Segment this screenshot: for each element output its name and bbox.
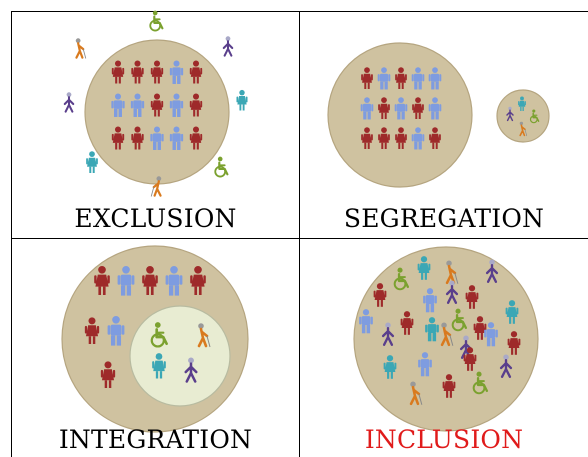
wheelchair-user-icon <box>149 10 164 32</box>
person-female-icon <box>131 126 144 150</box>
person-male-icon <box>150 126 164 150</box>
person-male-icon <box>418 352 432 377</box>
caption-exclusion: EXCLUSION <box>74 204 237 233</box>
person-male-icon <box>428 67 442 90</box>
person-female-icon <box>473 316 487 340</box>
wheelchair-user-icon <box>451 308 468 332</box>
person-male-icon <box>165 265 183 296</box>
cane-walker-icon <box>150 176 162 197</box>
inclusion-illustration <box>353 246 539 432</box>
person-male-icon <box>377 67 391 90</box>
person-female-icon <box>189 93 203 117</box>
crutch-walker-icon <box>459 335 473 359</box>
person-female-icon <box>395 67 407 89</box>
crutch-walker-icon <box>63 92 75 113</box>
person-male-icon <box>117 265 135 296</box>
person-female-icon <box>189 126 203 150</box>
crutch-walker-icon <box>381 322 395 346</box>
person-female-icon <box>465 285 479 309</box>
person-female-icon <box>412 97 424 119</box>
cane-walker-icon <box>440 322 454 347</box>
wheelchair-user-icon <box>150 322 168 348</box>
person-male-icon <box>484 322 498 347</box>
person-female-icon <box>84 317 100 344</box>
person-female-icon <box>417 256 431 280</box>
person-male-icon <box>169 93 184 117</box>
person-male-icon <box>107 315 125 346</box>
caption-inclusion: INCLUSION <box>364 425 524 454</box>
cell-exclusion: EXCLUSION <box>12 10 299 238</box>
person-female-icon <box>361 127 373 149</box>
crutch-walker-icon <box>445 280 459 304</box>
cane-walker-icon <box>409 381 423 406</box>
caption-segregation: SEGREGATION <box>343 204 545 233</box>
person-female-icon <box>373 283 387 307</box>
person-female-icon <box>111 60 125 84</box>
person-male-icon <box>169 60 184 84</box>
crutch-walker-icon <box>184 357 198 383</box>
person-female-icon <box>190 265 206 295</box>
crutch-walker-icon <box>222 36 234 57</box>
person-male-icon <box>423 288 437 313</box>
crutch-walker-icon <box>506 106 514 122</box>
person-female-icon <box>395 127 407 149</box>
crutch-walker-icon <box>499 354 513 378</box>
cell-segregation: SEGREGATION <box>300 12 588 238</box>
person-female-icon <box>361 67 373 89</box>
wheelchair-user-icon <box>472 371 489 395</box>
person-female-icon <box>189 60 203 84</box>
person-female-icon <box>142 265 158 295</box>
person-female-icon <box>150 93 164 117</box>
person-female-icon <box>378 127 390 149</box>
integrated-group-circle <box>129 305 231 407</box>
person-male-icon <box>130 93 145 117</box>
person-female-icon <box>150 60 164 84</box>
cell-integration: INTEGRATION <box>12 239 299 457</box>
person-female-icon <box>505 300 519 324</box>
crutch-walker-icon <box>485 259 499 283</box>
caption-integration: INTEGRATION <box>58 425 253 454</box>
table-divider-horizontal <box>11 238 588 239</box>
separate-group-circle <box>496 89 550 143</box>
wheelchair-user-icon <box>529 109 540 124</box>
person-male-icon <box>111 93 125 117</box>
person-male-icon <box>411 127 425 150</box>
person-female-icon <box>383 355 397 379</box>
person-female-icon <box>131 60 144 84</box>
person-male-icon <box>359 309 373 334</box>
table-border-left <box>11 11 12 457</box>
cane-walker-icon <box>445 260 459 285</box>
person-female-icon <box>463 347 477 371</box>
person-male-icon <box>360 97 374 120</box>
person-male-icon <box>428 97 442 120</box>
segregation-illustration <box>327 42 550 188</box>
cane-walker-icon <box>197 323 211 348</box>
person-female-icon <box>100 361 116 388</box>
person-female-icon <box>152 353 166 379</box>
integration-illustration <box>61 245 249 433</box>
person-male-icon <box>425 317 439 342</box>
person-female-icon <box>94 265 110 295</box>
person-female-icon <box>111 126 125 150</box>
person-male-icon <box>394 97 408 120</box>
wheelchair-user-icon <box>393 267 410 291</box>
person-female-icon <box>400 311 414 335</box>
cane-walker-icon <box>75 38 87 59</box>
wheelchair-user-icon <box>214 156 229 178</box>
cell-inclusion: INCLUSION <box>300 239 588 457</box>
person-female-icon <box>442 374 456 398</box>
person-female-icon <box>507 331 521 355</box>
person-female-icon <box>236 89 248 111</box>
exclusion-illustration <box>63 10 248 197</box>
person-male-icon <box>169 126 184 150</box>
person-male-icon <box>411 67 425 90</box>
person-female-icon <box>378 97 390 119</box>
cane-walker-icon <box>519 121 528 137</box>
person-female-icon <box>518 96 526 111</box>
person-female-icon <box>86 151 98 173</box>
table-divider-vertical <box>299 11 300 457</box>
person-female-icon <box>429 127 441 149</box>
